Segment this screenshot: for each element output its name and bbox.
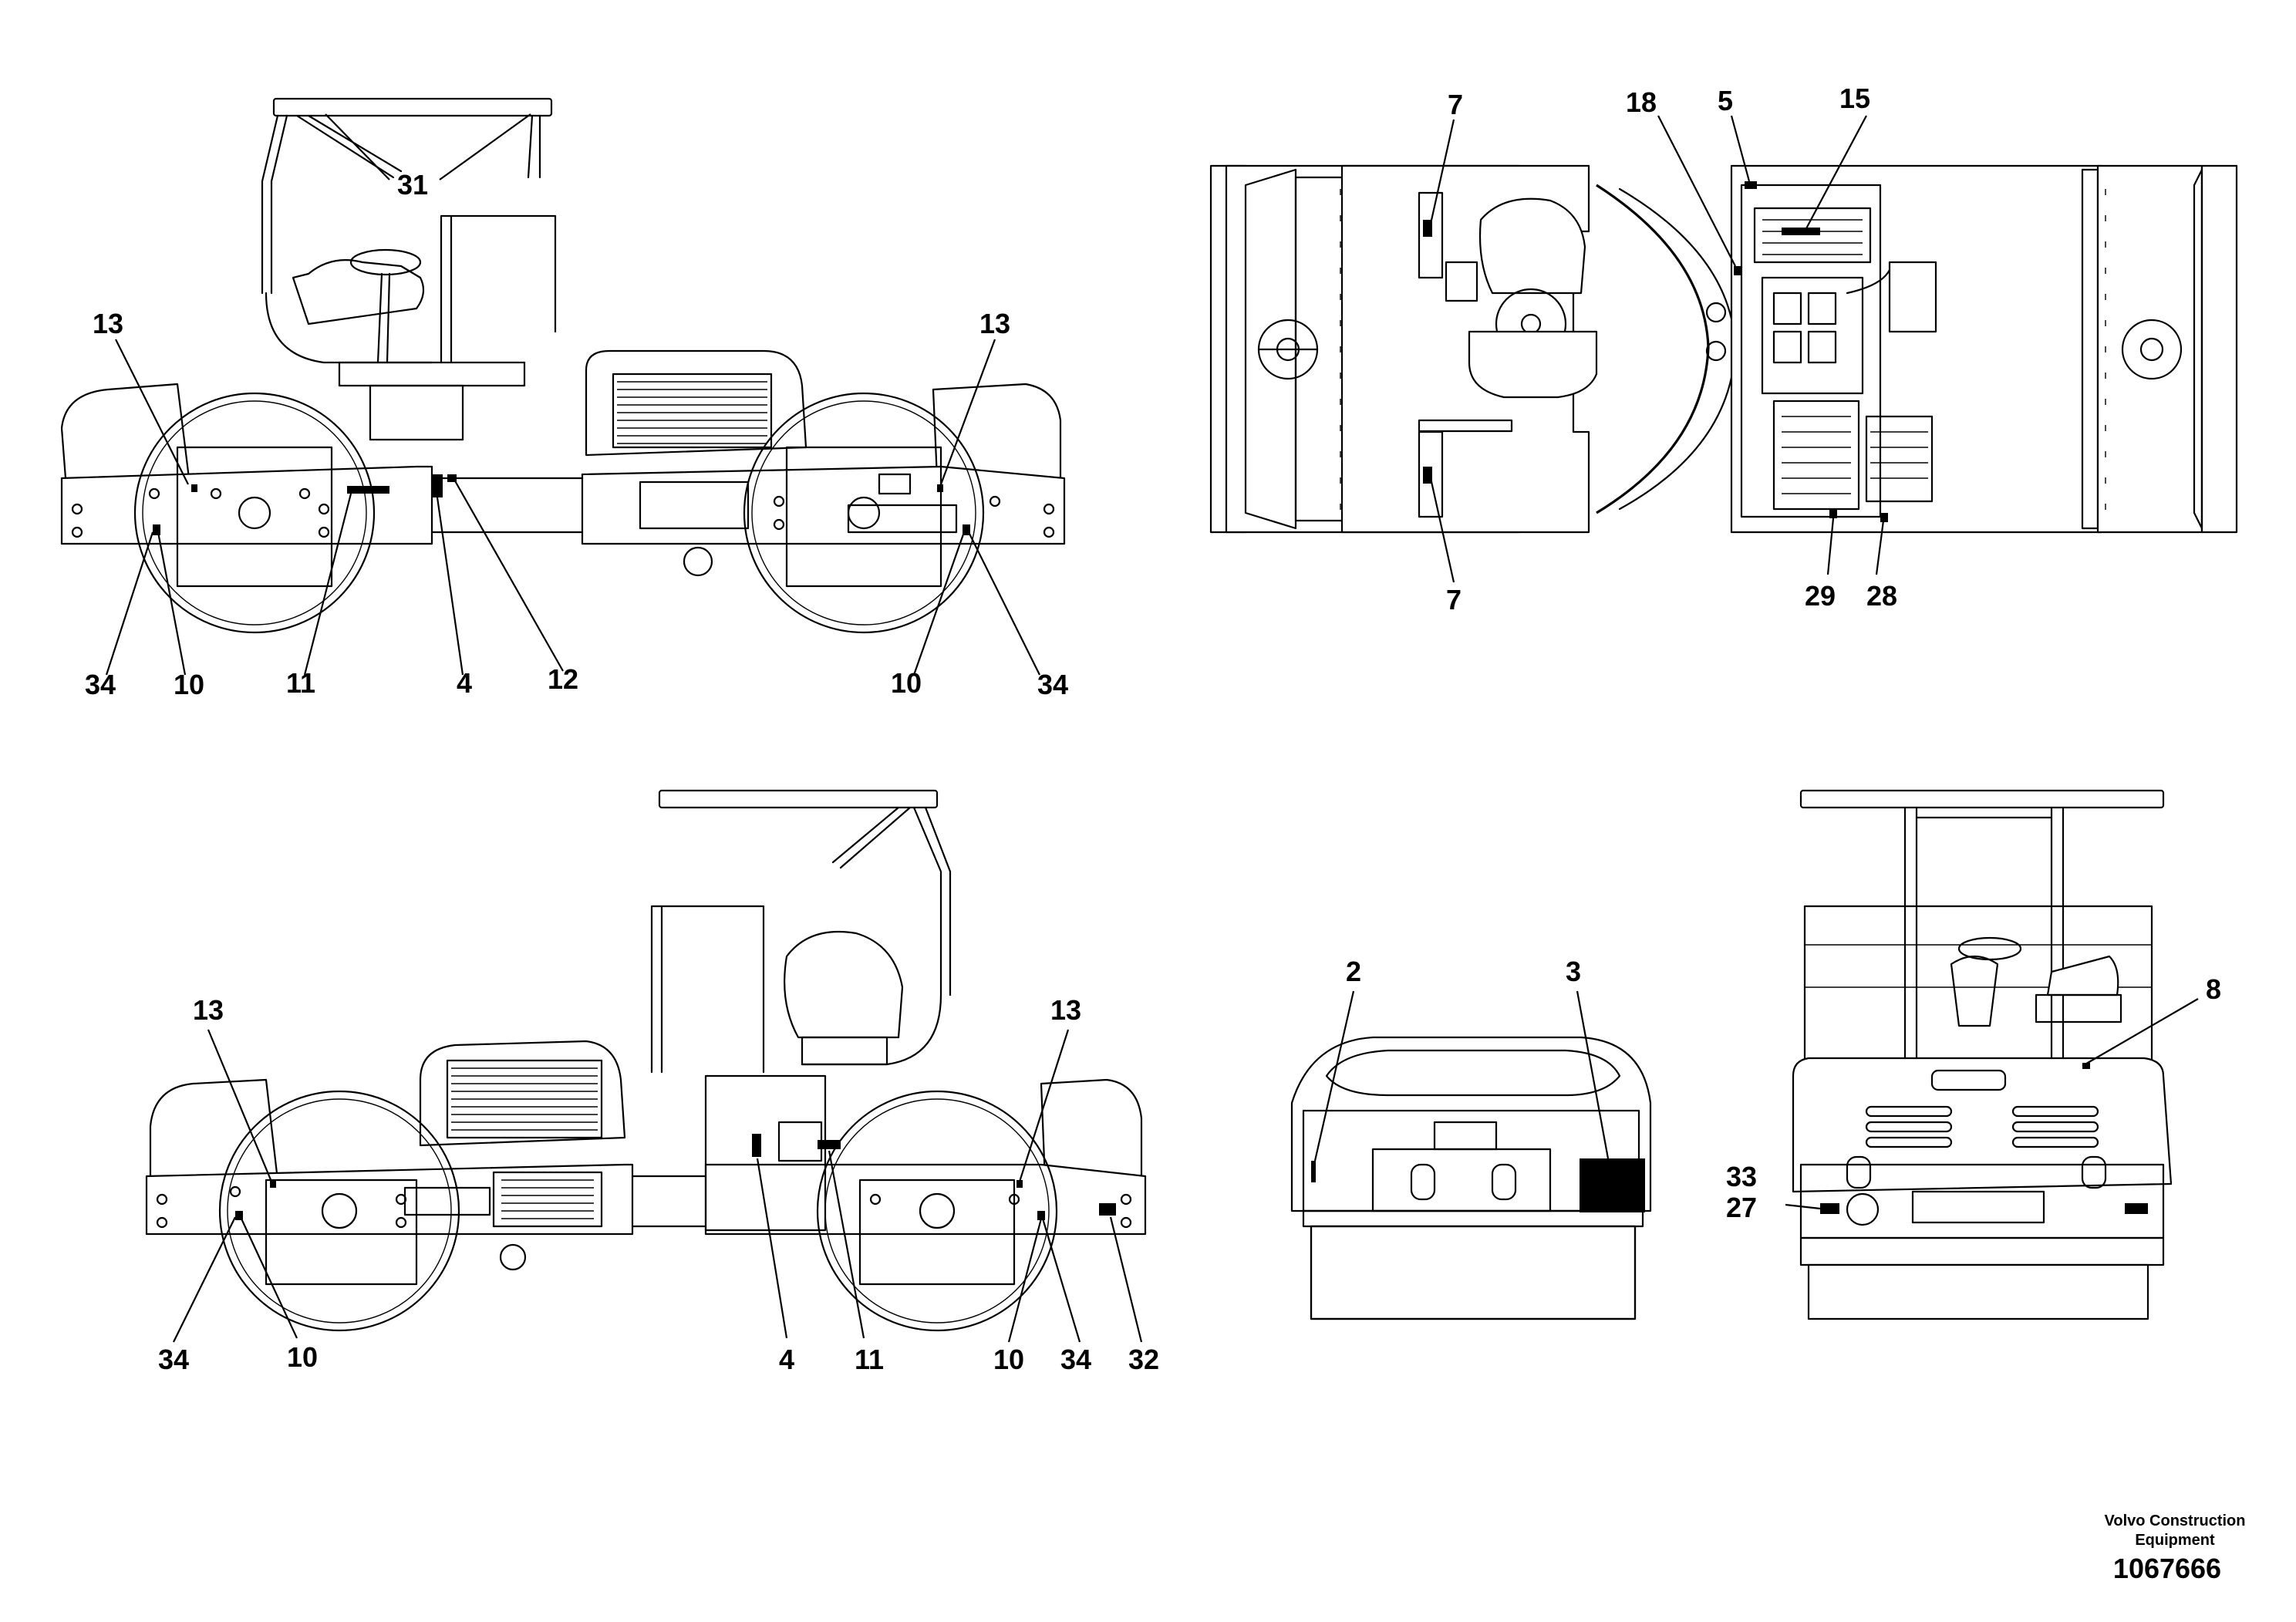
- callout-4: 4: [457, 667, 472, 699]
- manufacturer-line-1: Volvo Construction: [2105, 1512, 2246, 1529]
- callout-10-front: 10: [174, 669, 204, 700]
- callout-31: 31: [397, 169, 428, 201]
- callout-11: 11: [286, 667, 315, 699]
- right-side-view: 13 13 34 10 4 11 10 34 32: [145, 789, 1159, 1375]
- callout-13-front-r: 13: [193, 994, 224, 1026]
- callout-4-r: 4: [779, 1344, 794, 1375]
- callout-3: 3: [1566, 956, 1581, 987]
- callout-27: 27: [1726, 1192, 1757, 1223]
- callout-34-rear: 34: [1037, 669, 1068, 700]
- callout-18: 18: [1626, 86, 1657, 118]
- callout-28: 28: [1866, 580, 1897, 612]
- top-view: 7 18 5 15 7 29 28: [1209, 83, 2238, 615]
- left-side-view: 31 13 13 34 10 11 4 12 10 34: [60, 97, 1068, 700]
- callout-8: 8: [2206, 973, 2221, 1005]
- callout-7-bottom: 7: [1446, 584, 1462, 615]
- callout-12: 12: [548, 663, 578, 695]
- footer-block: Volvo Construction Equipment 1067666: [2105, 1512, 2246, 1584]
- callout-15: 15: [1839, 83, 1870, 114]
- callout-10-rear: 10: [891, 667, 922, 699]
- callout-5: 5: [1718, 85, 1733, 116]
- callout-32: 32: [1128, 1344, 1159, 1375]
- callout-13-rear-r: 13: [1050, 994, 1081, 1026]
- callout-2: 2: [1346, 956, 1361, 987]
- rear-view: 8 33 27: [1726, 789, 2221, 1320]
- callout-33: 33: [1726, 1161, 1757, 1192]
- callout-13-rear: 13: [979, 308, 1010, 339]
- callout-34-front-r: 34: [158, 1344, 189, 1375]
- callout-13-front: 13: [93, 308, 123, 339]
- callout-7-top: 7: [1448, 89, 1463, 120]
- part-number: 1067666: [2113, 1553, 2221, 1584]
- callout-34-front: 34: [85, 669, 116, 700]
- callout-29: 29: [1805, 580, 1836, 612]
- callout-10-rear-r: 10: [993, 1344, 1024, 1375]
- callout-10-front-r: 10: [287, 1341, 318, 1373]
- manufacturer-line-2: Equipment: [2135, 1532, 2215, 1549]
- front-view: 2 3: [1290, 956, 1652, 1320]
- callout-34-rear-r: 34: [1060, 1344, 1091, 1375]
- callout-11-r: 11: [855, 1344, 884, 1375]
